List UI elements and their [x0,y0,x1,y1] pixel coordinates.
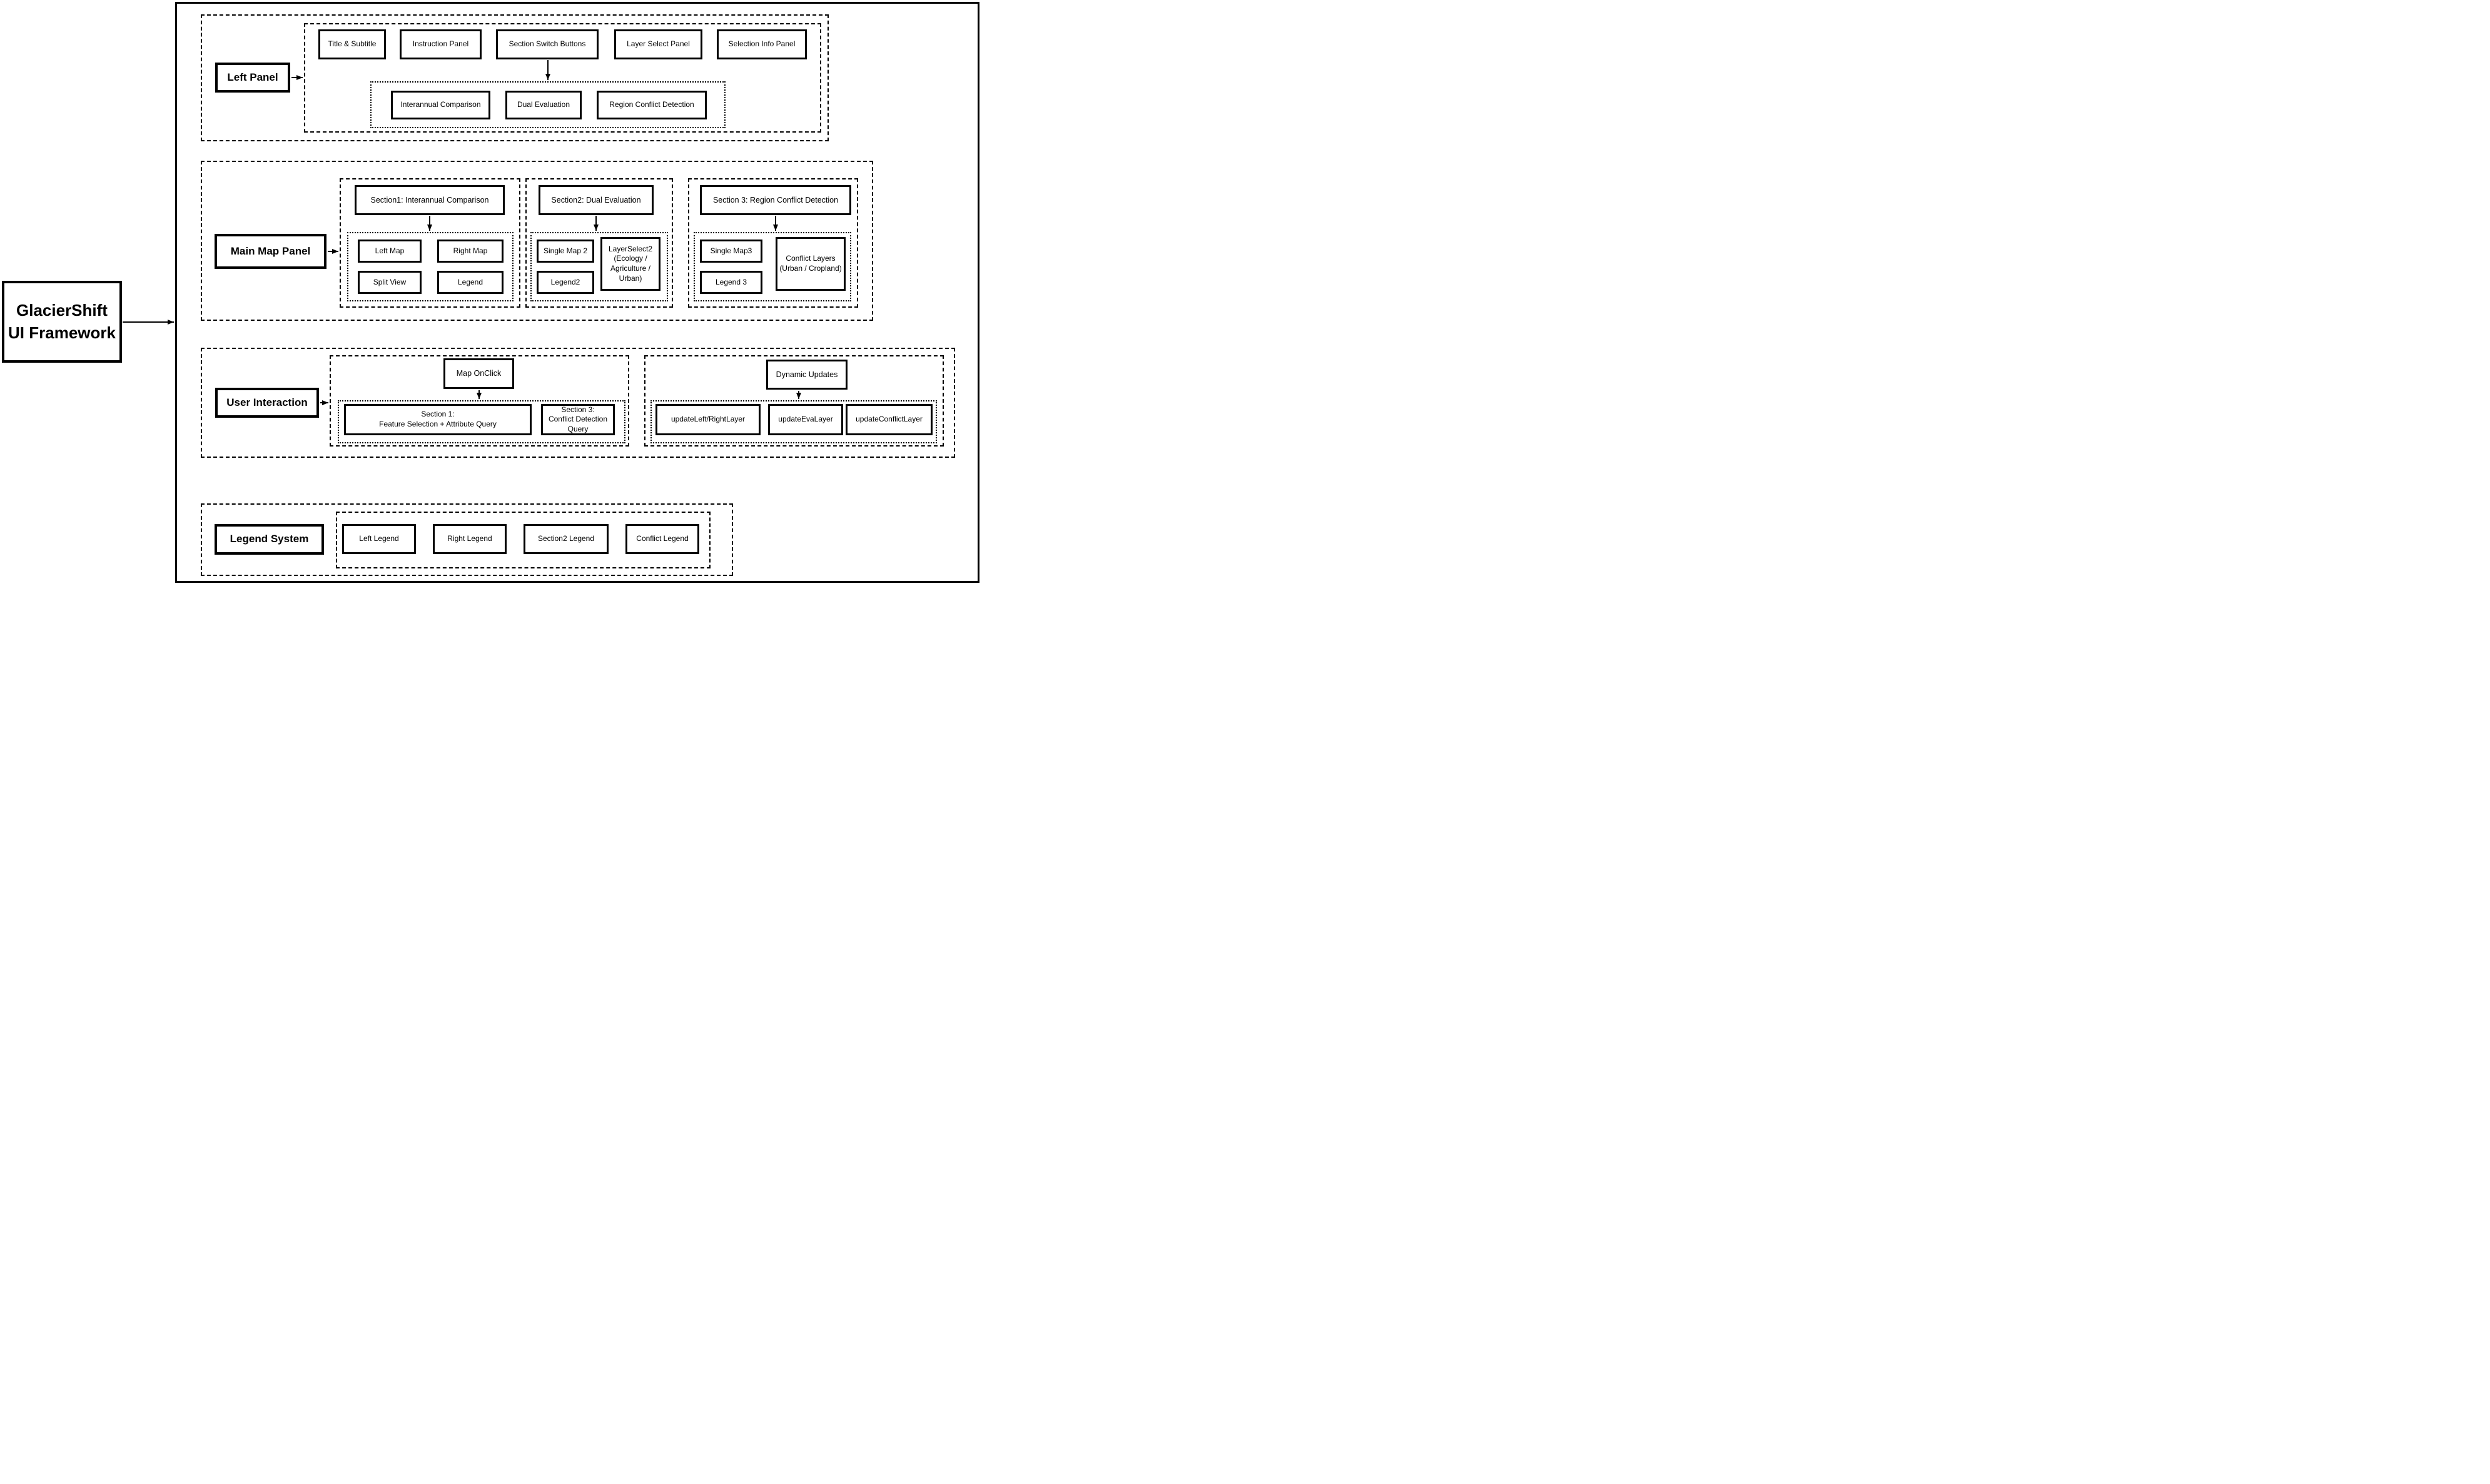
section1-left-map: Left Map [358,240,422,263]
section3-items-frame [694,232,851,301]
section3-legend-3: Legend 3 [700,271,762,294]
right-legend: Right Legend [433,524,507,554]
section2-legend2: Legend2 [537,271,594,294]
legend-system-inner-frame [336,512,711,568]
map-onclick-frame [330,355,629,447]
section1-legend: Legend [437,271,504,294]
section-switch-options-frame [370,81,726,128]
section1-right-map: Right Map [437,240,504,263]
section1-items-frame [347,232,514,301]
section1-title: Section1: Interannual Comparison [355,185,505,215]
left-legend: Left Legend [342,524,416,554]
map-onclick-title: Map OnClick [443,358,514,389]
left-panel-component-layer-select-panel: Layer Select Panel [614,29,702,59]
left-panel-outer-frame [201,14,829,141]
dynamic-updates-title: Dynamic Updates [766,360,848,390]
main-map-panel-outer-frame [201,161,873,321]
section2-legend: Section2 Legend [524,524,609,554]
diagram-canvas: GlacierShift UI Framework Left Panel Tit… [0,0,981,584]
switch-option-dual-evaluation: Dual Evaluation [505,91,582,119]
section2-items-frame [530,232,668,301]
user-interaction-outer-frame [201,348,955,458]
section3-single-map3: Single Map3 [700,240,762,263]
update-left-right-layer: updateLeft/RightLayer [655,404,761,435]
section3-conflict-layers: Conflict Layers (Urban / Cropland) [776,237,846,291]
conflict-legend: Conflict Legend [625,524,699,554]
legend-system-outer-frame [201,503,733,576]
switch-option-interannual-comparison: Interannual Comparison [391,91,490,119]
section2-title: Section2: Dual Evaluation [539,185,654,215]
left-panel-component-selection-info-panel: Selection Info Panel [717,29,807,59]
main-map-panel-label: Main Map Panel [215,234,326,269]
section1-split-view: Split View [358,271,422,294]
legend-system-label: Legend System [215,524,324,555]
section2-layer-select2: LayerSelect2 (Ecology / Agriculture / Ur… [600,237,660,291]
user-interaction-label: User Interaction [215,388,319,418]
update-eva-layer: updateEvaLayer [768,404,843,435]
section2-frame [525,178,673,308]
switch-option-region-conflict-detection: Region Conflict Detection [597,91,707,119]
left-panel-component-title-subtitle: Title & Subtitle [318,29,386,59]
framework-boundary-box [175,2,979,583]
onclick-section3-conflict-detection-query: Section 3: Conflict Detection Query [541,404,615,435]
framework-root-node: GlacierShift UI Framework [2,281,122,363]
section3-frame [688,178,858,308]
update-conflict-layer: updateConflictLayer [846,404,933,435]
section1-frame [340,178,520,308]
onclick-section1-feature-selection-query: Section 1: Feature Selection + Attribute… [344,404,532,435]
dynamic-updates-frame [644,355,944,447]
left-panel-inner-frame [304,23,821,133]
section3-title: Section 3: Region Conflict Detection [700,185,851,215]
section2-single-map-2: Single Map 2 [537,240,594,263]
left-panel-component-instruction-panel: Instruction Panel [400,29,482,59]
map-onclick-items-frame [338,400,625,443]
left-panel-label: Left Panel [215,63,290,93]
left-panel-component-section-switch-buttons: Section Switch Buttons [496,29,599,59]
dynamic-updates-items-frame [650,400,937,443]
